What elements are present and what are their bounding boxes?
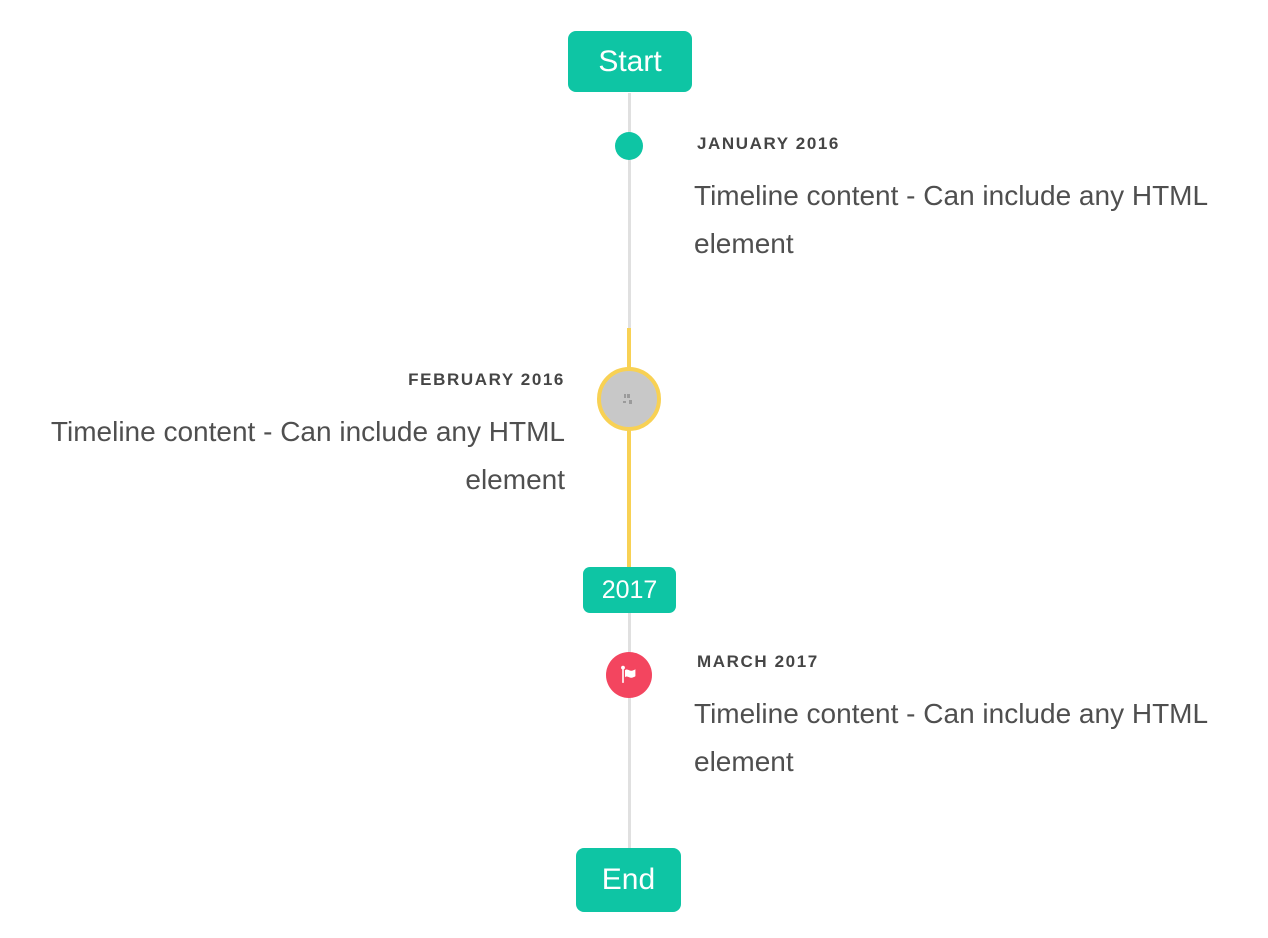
flag-marker: [606, 652, 652, 698]
broken-image-icon: [621, 392, 638, 407]
timeline-line-highlight-segment: [627, 328, 631, 568]
item-title-march-2017: MARCH 2017: [697, 652, 819, 671]
item-content-january-2016: Timeline content - Can include any HTML …: [694, 180, 1208, 259]
item-content-february-2016: Timeline content - Can include any HTML …: [50, 416, 565, 495]
item-title-january-2016: JANUARY 2016: [697, 134, 840, 153]
item-content-march-2017: Timeline content - Can include any HTML …: [694, 698, 1208, 777]
flag-icon: [617, 663, 641, 687]
timeline-start-badge: Start: [568, 31, 692, 92]
dot-marker-icon: [615, 132, 643, 160]
timeline-year-badge-2017: 2017: [583, 567, 676, 613]
item-title-february-2016: FEBRUARY 2016: [408, 370, 565, 389]
image-marker: [597, 367, 661, 431]
timeline-end-badge: End: [576, 848, 681, 912]
